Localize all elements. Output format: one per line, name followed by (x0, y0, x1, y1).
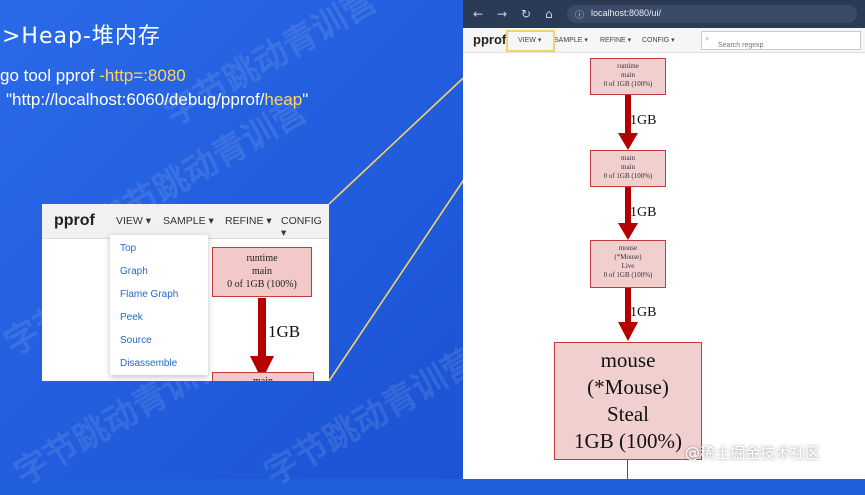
edge-label: 1GB (630, 113, 657, 128)
node-line: 0 of 1GB (100%) (603, 80, 653, 88)
command-flag: -http=:8080 (99, 66, 186, 85)
address-bar[interactable] (567, 5, 857, 23)
command-url-prefix: "http://localhost:6060/debug/pprof/ (6, 90, 265, 109)
edge-arrow (618, 288, 638, 341)
url-text[interactable]: localhost:8080/ui/ (591, 8, 662, 18)
pprof-logo: pprof (473, 32, 507, 47)
node-line: main (621, 154, 635, 162)
command-prefix: go tool pprof (0, 66, 100, 85)
edge-label: 1GB (630, 205, 657, 220)
node-line: Live (621, 262, 635, 270)
dropdown-item-peek[interactable]: Peek (120, 312, 143, 323)
home-icon[interactable]: ⌂ (545, 7, 553, 21)
dropdown-item-source[interactable]: Source (120, 335, 152, 346)
node-line: main (621, 163, 635, 171)
node-line: main (252, 266, 272, 277)
menu-config[interactable]: CONFIG ▾ (642, 37, 675, 44)
graph-node-main[interactable]: main main 0 of 1GB (100%) (590, 150, 666, 187)
node-line: runtime (246, 253, 278, 264)
node-line: (*Mouse) (614, 253, 642, 261)
slide-title: >Heap-堆内存 (2, 24, 161, 49)
node-line: mouse (618, 244, 638, 252)
reload-icon[interactable]: ↻ (521, 7, 532, 21)
search-box: ⌕ (701, 31, 861, 54)
pprof-snippet: pprof VIEW ▾ SAMPLE ▾ REFINE ▾ CONFIG ▾ … (42, 204, 329, 381)
menu-view[interactable]: VIEW ▾ (518, 37, 542, 44)
node-line: (*Mouse) (587, 375, 669, 399)
menu-sample[interactable]: SAMPLE ▾ (554, 37, 588, 44)
node-line: 0 of 1GB (100%) (603, 271, 653, 279)
node-line: 0 of 1GB (100%) (227, 279, 297, 290)
snippet-logo: pprof (54, 212, 95, 229)
dropdown-item-flame-graph[interactable]: Flame Graph (120, 289, 179, 300)
snippet-edge-label: 1GB (268, 322, 301, 341)
juejin-watermark: @稀土掘金技术社区 (685, 444, 821, 462)
graph-node-mouse-live[interactable]: mouse (*Mouse) Live 0 of 1GB (100%) (590, 240, 666, 288)
node-line: main (621, 71, 635, 79)
snippet-node-runtime[interactable]: runtime main 0 of 1GB (100%) (212, 247, 312, 297)
command-url-suffix: " (302, 90, 309, 109)
snippet-node-main[interactable]: main (212, 372, 314, 381)
browser-window: ← → ↻ ⌂ ⓘ localhost:8080/ui/ pprof VIEW … (463, 0, 865, 479)
search-icon: ⌕ (705, 34, 710, 43)
forward-icon[interactable]: → (497, 7, 508, 21)
dropdown-item-top[interactable]: Top (120, 243, 137, 254)
edge-arrow (618, 187, 638, 240)
view-dropdown: Top Graph Flame Graph Peek Source Disass… (110, 235, 208, 375)
back-icon[interactable]: ← (473, 7, 484, 21)
snippet-menu-view[interactable]: VIEW ▾ (116, 215, 152, 227)
node-line: 0 of 1GB (100%) (603, 172, 653, 180)
graph-node-runtime[interactable]: runtime main 0 of 1GB (100%) (590, 58, 666, 95)
node-line: main (213, 376, 313, 381)
edge-label: 1GB (630, 305, 657, 320)
info-icon[interactable]: ⓘ (575, 11, 585, 21)
edge-arrow (618, 95, 638, 150)
snippet-edge-arrow (250, 298, 274, 380)
snippet-menu-refine[interactable]: REFINE ▾ (225, 215, 272, 227)
graph-node-mouse-steal[interactable]: mouse (*Mouse) Steal 1GB (100%) (554, 342, 702, 460)
node-line: runtime (617, 62, 639, 70)
search-input[interactable] (716, 37, 860, 54)
snippet-menu-config[interactable]: CONFIG ▾ (281, 215, 322, 239)
node-line: Steal (607, 402, 649, 426)
dropdown-item-graph[interactable]: Graph (120, 266, 148, 277)
command-line-1: go tool pprof -http=:8080 (0, 66, 186, 86)
node-line: 1GB (100%) (574, 429, 682, 453)
command-line-2: "http://localhost:6060/debug/pprof/heap" (6, 90, 308, 110)
dropdown-item-disassemble[interactable]: Disassemble (120, 358, 178, 369)
menu-refine[interactable]: REFINE ▾ (600, 37, 632, 44)
snippet-menu-sample[interactable]: SAMPLE ▾ (163, 215, 214, 227)
view-highlight (506, 30, 555, 52)
graph-edge-stub (627, 460, 628, 479)
command-url-heap: heap (264, 90, 303, 109)
node-line: mouse (600, 348, 656, 372)
